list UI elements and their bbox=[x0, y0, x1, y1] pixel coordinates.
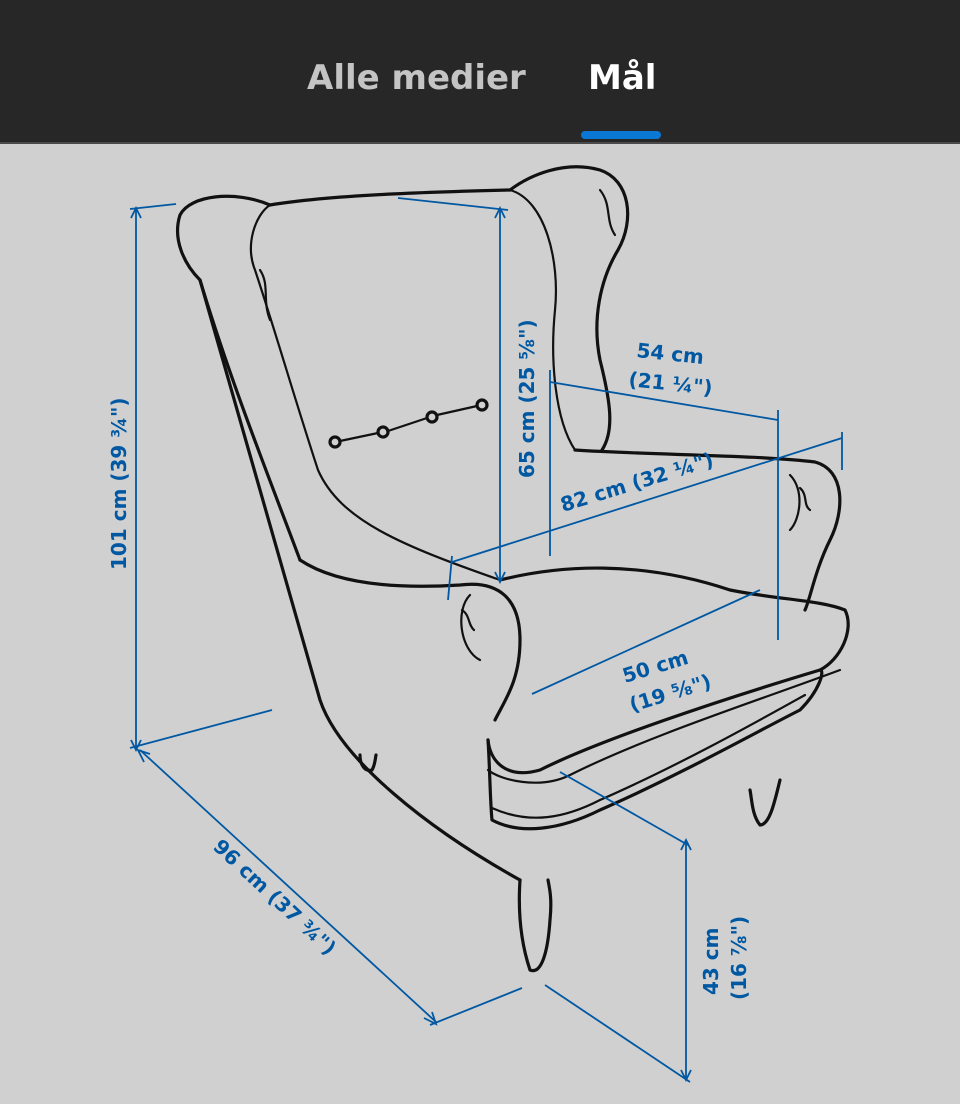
active-tab-indicator bbox=[581, 131, 661, 139]
back-height-label: 65 cm (25 ⅝") bbox=[515, 319, 539, 478]
media-tab-bar: Alle medier Mål bbox=[0, 0, 960, 144]
right-wing bbox=[508, 165, 630, 452]
left-wing-inner bbox=[250, 203, 502, 582]
back-left-leg bbox=[358, 753, 378, 772]
depth-label: 96 cm (37 ¾") bbox=[209, 834, 341, 960]
armchair-dimension-drawing: 101 cm (39 ¾") 65 cm (25 ⅝") 54 cm (21 ¼… bbox=[107, 165, 850, 1083]
left-armrest bbox=[298, 558, 522, 722]
seat-cushion bbox=[486, 566, 850, 775]
front-left-leg bbox=[517, 878, 553, 973]
back-buttons bbox=[328, 398, 489, 449]
armchair-illustration bbox=[175, 165, 850, 973]
front-panel-piping bbox=[490, 693, 807, 819]
back-top-edge bbox=[268, 188, 512, 207]
width-label: 82 cm (32 ¼") bbox=[557, 447, 716, 516]
dimension-lines bbox=[129, 197, 843, 1083]
front-panel bbox=[486, 668, 824, 831]
seat-piping bbox=[486, 668, 842, 784]
seat-width-label-1: 54 cm bbox=[635, 338, 705, 369]
seat-width-label-2: (21 ¼") bbox=[627, 367, 713, 400]
height-label: 101 cm (39 ¾") bbox=[107, 397, 131, 570]
front-right-leg bbox=[748, 778, 782, 827]
tab-all-media[interactable]: Alle medier bbox=[307, 58, 526, 98]
seat-height-label-2: (16 ⅞") bbox=[727, 916, 751, 1000]
tab-dimensions[interactable]: Mål bbox=[588, 58, 657, 98]
seat-height-label-1: 43 cm bbox=[699, 928, 723, 996]
right-armrest bbox=[573, 448, 842, 612]
left-wing bbox=[175, 194, 302, 562]
left-side-panel bbox=[198, 278, 522, 882]
